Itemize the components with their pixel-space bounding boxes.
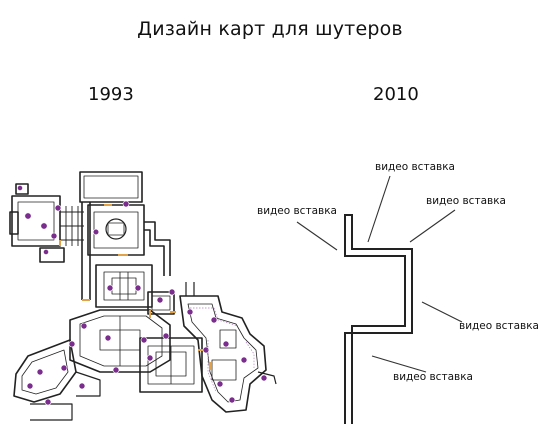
annotation-video-1: видео вставка [257, 205, 337, 217]
map-room [69, 309, 171, 373]
annotation-video-4: видео вставка [459, 320, 539, 332]
annotation-video-3: видео вставка [426, 195, 506, 207]
annotation-pointer-3 [409, 209, 456, 243]
corridor-path [344, 214, 413, 424]
map-room [179, 295, 267, 413]
annotation-video-2: видео вставка [375, 161, 455, 173]
map-room [95, 264, 153, 308]
map-room [139, 337, 203, 393]
map-room [147, 291, 175, 315]
map-corridor [81, 202, 91, 300]
year-label-1993: 1993 [88, 84, 134, 105]
annotation-video-5: видео вставка [393, 371, 473, 383]
annotation-pointer-1 [296, 221, 338, 251]
annotation-pointer-2 [367, 175, 391, 243]
annotation-pointer-4 [421, 301, 463, 323]
page-title: Дизайн карт для шутеров [137, 18, 403, 40]
annotation-pointer-5 [371, 355, 427, 373]
map-room [79, 171, 143, 203]
map-room [11, 195, 61, 247]
year-label-2010: 2010 [373, 84, 419, 105]
